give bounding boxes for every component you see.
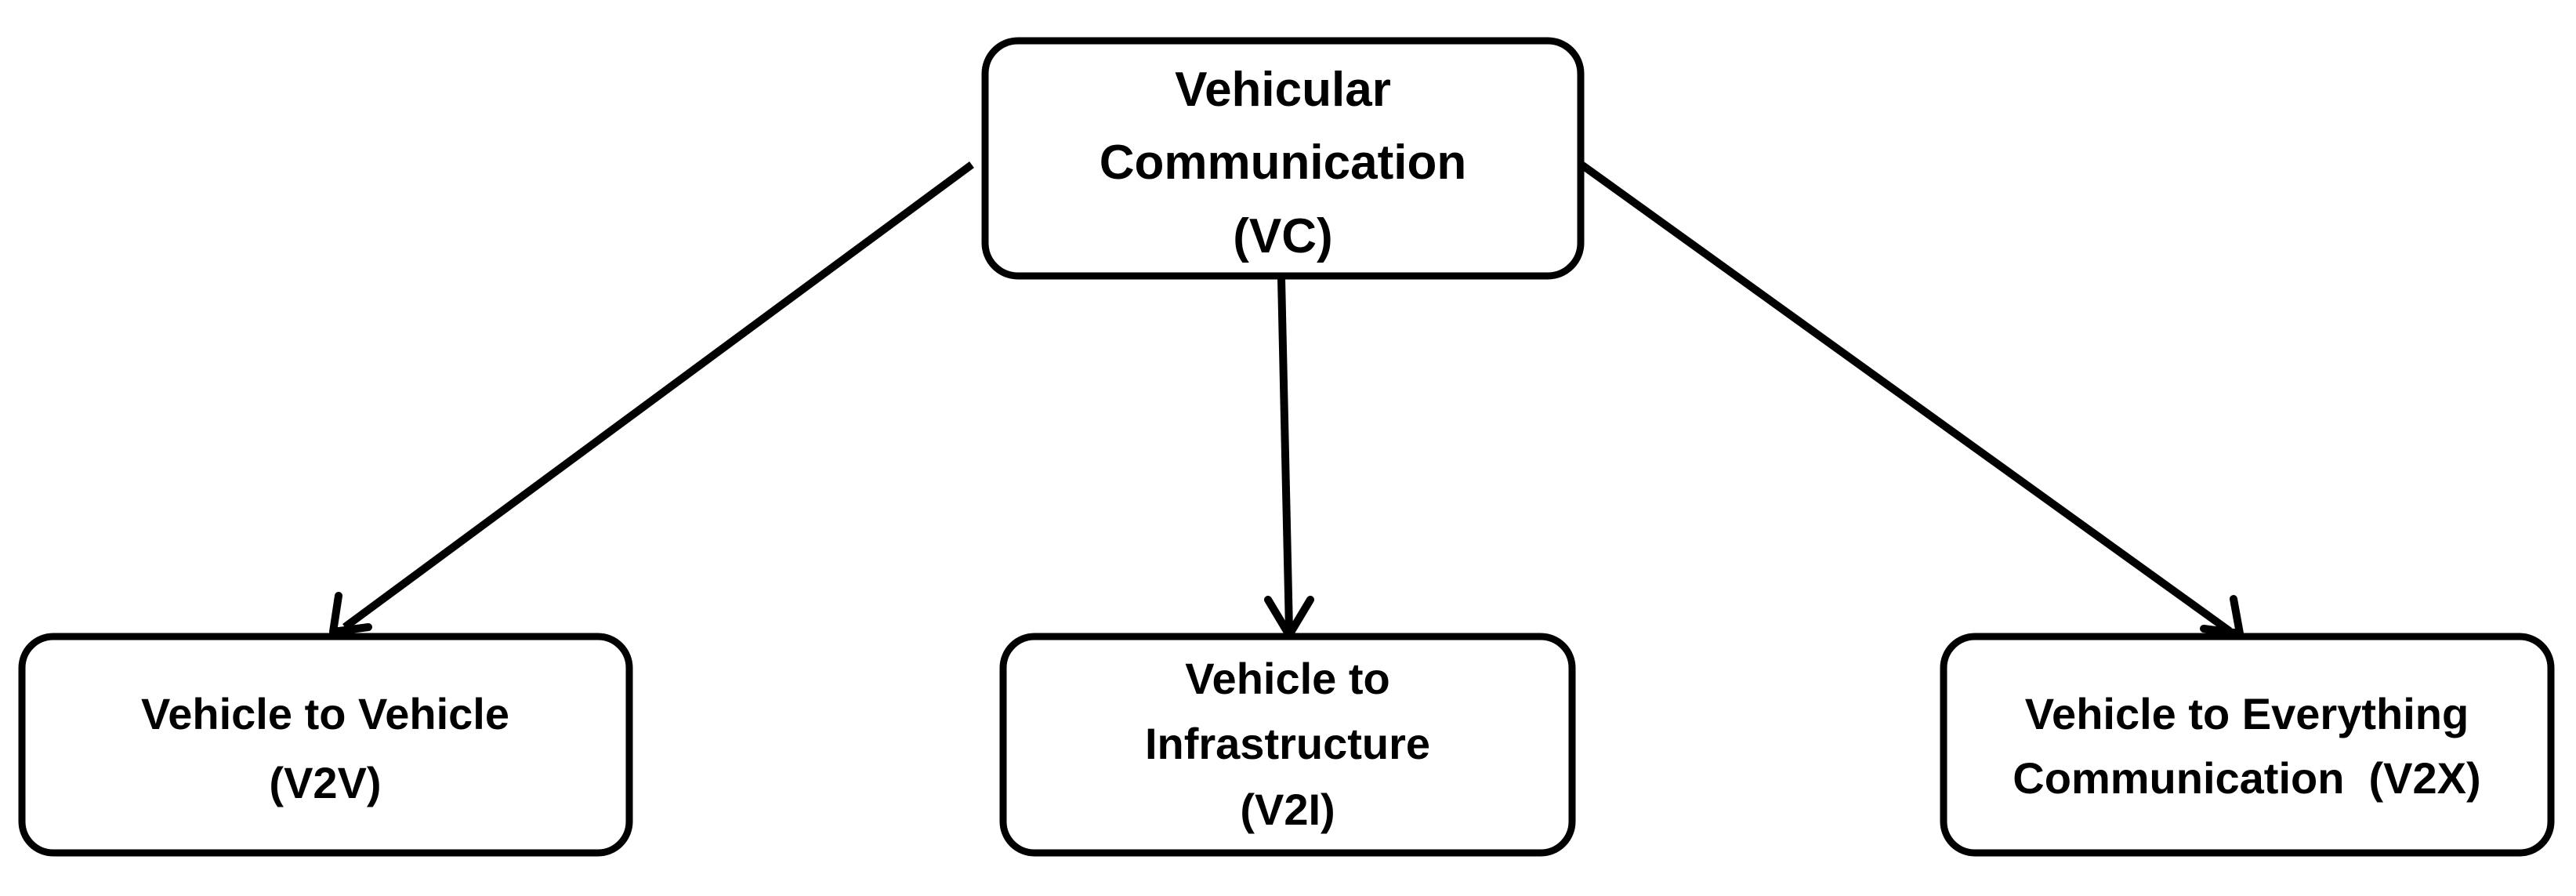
node-line-2: Communication (1100, 136, 1466, 190)
node-box (999, 633, 1576, 857)
node-line-3: (V2I) (1240, 785, 1335, 834)
edges (329, 161, 2244, 639)
node-box (981, 37, 1585, 280)
node-line-2: Communication (V2X) (2013, 753, 2480, 803)
node-line-1: Vehicle to Vehicle (141, 689, 509, 738)
arrowhead-v2v (329, 592, 372, 636)
node-line-2: Infrastructure (1145, 719, 1430, 768)
node-box (18, 633, 633, 857)
edge-vc-to-v2v (342, 161, 974, 631)
node-line-2: (V2V) (269, 758, 381, 807)
node-line-1: Vehicle to (1185, 654, 1389, 703)
node-vehicle-to-vehicle: Vehicle to Vehicle (V2V) (18, 633, 633, 857)
node-vehicle-to-everything: Vehicle to Everything Communication (V2X… (1940, 633, 2555, 857)
node-vehicle-to-infrastructure: Vehicle to Infrastructure (V2I) (999, 633, 1576, 857)
node-line-3: (VC) (1233, 209, 1332, 263)
node-box (1940, 633, 2555, 857)
edge-vc-to-v2x (1579, 161, 2232, 635)
edge-vc-to-v2i (1277, 278, 1293, 632)
node-line-1: Vehicular (1175, 63, 1391, 117)
node-line-1: Vehicle to Everything (2025, 689, 2469, 738)
node-vehicular-communication: Vehicular Communication (VC) (981, 37, 1585, 280)
